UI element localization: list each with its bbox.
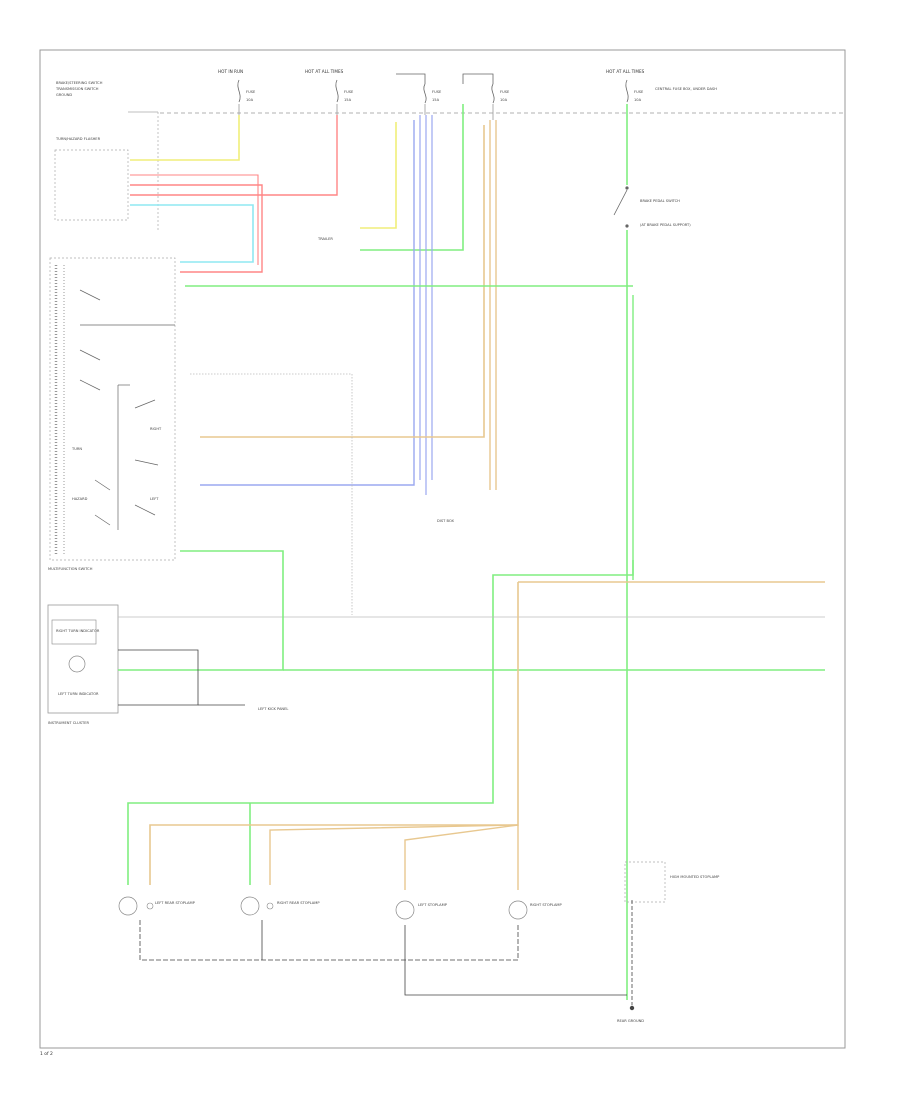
label-hot-at-all-times-1: HOT AT ALL TIMES: [305, 69, 344, 74]
svg-text:15A: 15A: [344, 98, 352, 102]
wire-tan-1: [200, 125, 485, 438]
wire-red-1: [130, 115, 338, 196]
label-lamp-4: RIGHT STOPLAMP: [530, 903, 562, 907]
svg-text:FUSE: FUSE: [500, 90, 510, 94]
wire-blue-1: [200, 120, 415, 486]
label-left: LEFT: [150, 497, 159, 501]
right-rear-stoplamp-icon: [240, 896, 274, 916]
page-indicator: 1 of 2: [40, 1051, 53, 1057]
svg-text:FUSE: FUSE: [432, 90, 442, 94]
label-lamp-2: RIGHT REAR STOPLAMP: [277, 901, 320, 905]
wire-red-3: [130, 174, 259, 265]
multifunction-switch-box: [49, 257, 176, 561]
label-high-mount: HIGH MOUNTED STOPLAMP: [670, 875, 720, 879]
label-instrument-cluster: INSTRUMENT CLUSTER: [48, 721, 89, 725]
label-lamp-1: LEFT REAR STOPLAMP: [155, 901, 196, 905]
label-transmission: TRANSMISSION SWITCH: [55, 87, 99, 91]
brake-pedal-switch-icon: [613, 186, 629, 228]
label-left-turn-indicator: LEFT TURN INDICATOR: [58, 692, 99, 696]
label-brake-pedal-switch: BRAKE PEDAL SWITCH: [640, 199, 680, 203]
label-hazard: HAZARD: [72, 497, 88, 501]
label-right: RIGHT: [150, 427, 162, 431]
wire-ground-right: [404, 925, 627, 996]
fuse-c: FUSE 15A: [396, 73, 442, 104]
label-dist-box: DIST BOX: [437, 519, 454, 523]
wire-green-cluster: [118, 550, 284, 671]
diagram-frame: [39, 49, 846, 1049]
wire-black-cluster: [118, 649, 199, 706]
svg-text:FUSE: FUSE: [246, 90, 256, 94]
label-left-kick-panel: LEFT KICK PANEL: [258, 707, 288, 711]
wire-red-2: [130, 184, 263, 273]
label-ground-top: GROUND: [56, 93, 72, 97]
ground-icon: [629, 1005, 635, 1011]
svg-text:FUSE: FUSE: [634, 90, 644, 94]
high-mount-stoplamp-box: [624, 861, 666, 903]
wire-gray-dashed: [190, 373, 353, 615]
svg-text:10A: 10A: [500, 98, 508, 102]
label-brake-switch-location: (AT BRAKE PEDAL SUPPORT): [640, 223, 691, 227]
label-hot-in-run: HOT IN RUN: [218, 69, 243, 74]
wire-tan-rear-down: [149, 582, 519, 885]
label-trailer: TRAILER: [317, 237, 333, 241]
wire-ground-bottom: [139, 920, 519, 961]
label-brake-steering: BRAKE/STEERING SWITCH: [56, 81, 103, 85]
fuse-b: FUSE 15A: [335, 79, 354, 103]
indicator-bulb-icon: [68, 655, 86, 673]
fuse-a: FUSE 10A: [237, 79, 256, 103]
svg-text:FUSE: FUSE: [344, 90, 354, 94]
right-stoplamp-icon: [508, 900, 528, 920]
label-hot-at-all-times-2: HOT AT ALL TIMES: [606, 69, 645, 74]
fuse-e: FUSE 10A: [625, 79, 644, 103]
label-right-turn-indicator: RIGHT TURN INDICATOR: [56, 629, 100, 633]
wire-green-to-rear: [127, 560, 634, 885]
turn-hazard-flasher-box: [54, 149, 129, 221]
wire-yellow-trailer: [360, 122, 397, 229]
wire-cyan: [130, 204, 254, 263]
svg-text:15A: 15A: [432, 98, 440, 102]
left-rear-stoplamp-icon: [118, 896, 154, 916]
left-stoplamp-icon: [395, 900, 415, 920]
switch-contacts: [79, 289, 175, 530]
label-turn: TURN: [71, 447, 82, 451]
label-turn-hazard-flasher: TURN/HAZARD FLASHER: [55, 137, 101, 141]
wire-tan-branch-1: [269, 824, 519, 885]
wire-green-trailer: [360, 104, 464, 251]
instrument-cluster-box: [47, 604, 119, 714]
label-multifunction: MULTIFUNCTION SWITCH: [48, 567, 93, 571]
label-rear-ground: REAR GROUND: [617, 1019, 644, 1023]
label-lamp-3: LEFT STOPLAMP: [418, 903, 448, 907]
label-fuse-box: CENTRAL FUSE BOX, UNDER DASH: [655, 87, 717, 91]
svg-text:10A: 10A: [246, 98, 254, 102]
svg-text:10A: 10A: [634, 98, 642, 102]
wire-tan-branch-2: [404, 824, 519, 890]
wire-yellow-top: [130, 115, 240, 161]
fuse-d: FUSE 10A: [462, 73, 510, 104]
